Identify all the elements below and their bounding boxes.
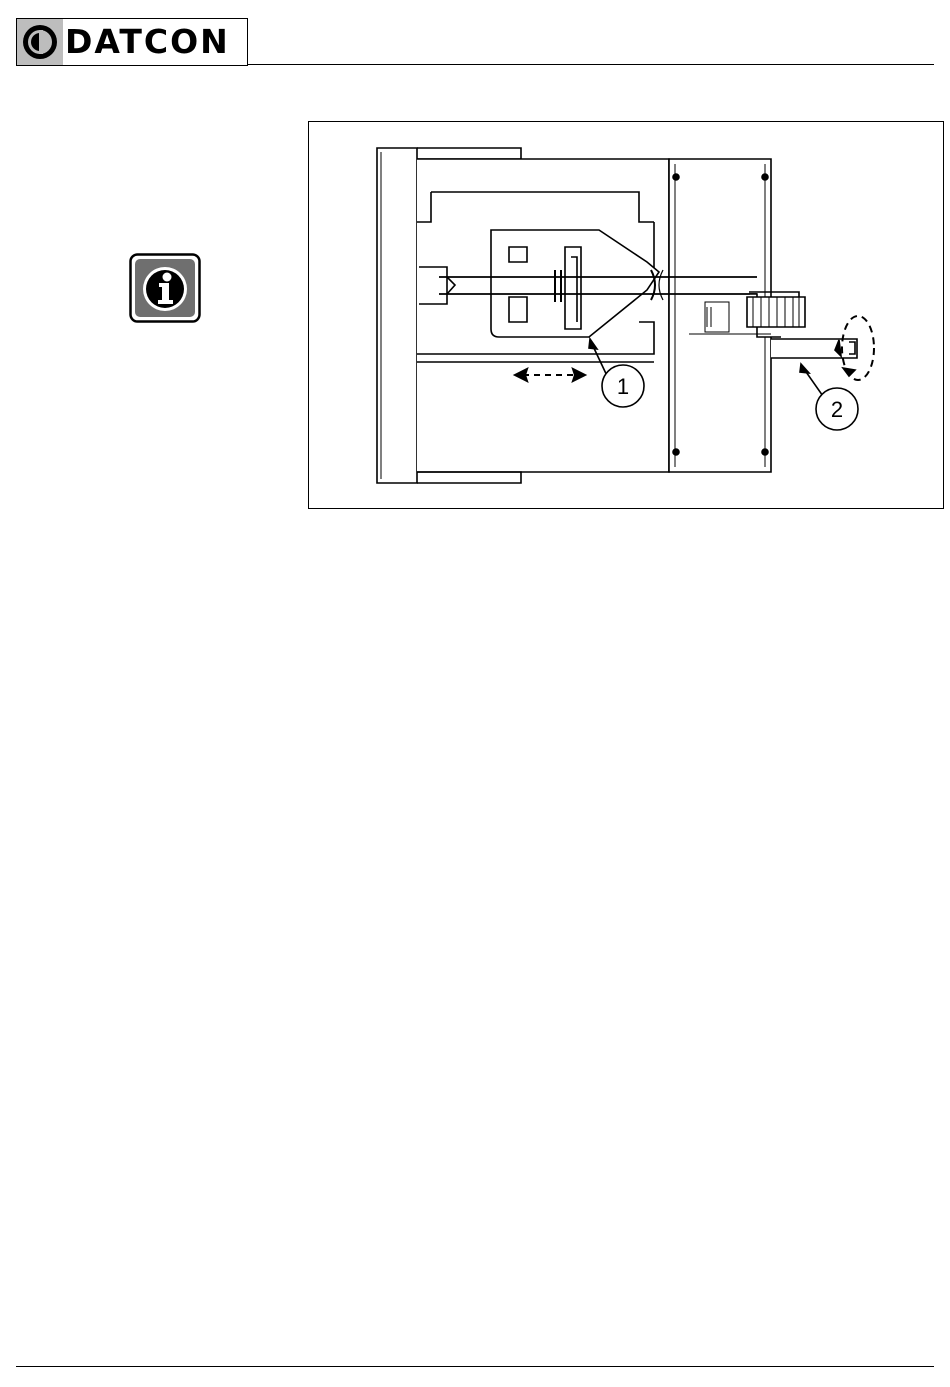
callout-2-label: 2	[831, 397, 843, 422]
logo-text: DATCON	[65, 22, 230, 62]
callout-1-label: 1	[617, 374, 629, 399]
housing	[417, 148, 521, 159]
page-header: DATCON	[0, 0, 950, 70]
datcon-logo: DATCON	[16, 18, 248, 66]
screwdriver	[771, 339, 857, 358]
device-side-view-drawing: 1 2	[309, 122, 943, 508]
footer-divider	[16, 1366, 934, 1367]
datcon-logo-icon	[17, 19, 63, 65]
info-icon	[129, 253, 201, 323]
installation-figure: 1 2	[308, 121, 944, 509]
front-bezel	[377, 148, 417, 483]
callout-1: 1	[602, 365, 644, 407]
header-divider	[248, 64, 934, 65]
callout-2: 2	[816, 388, 858, 430]
